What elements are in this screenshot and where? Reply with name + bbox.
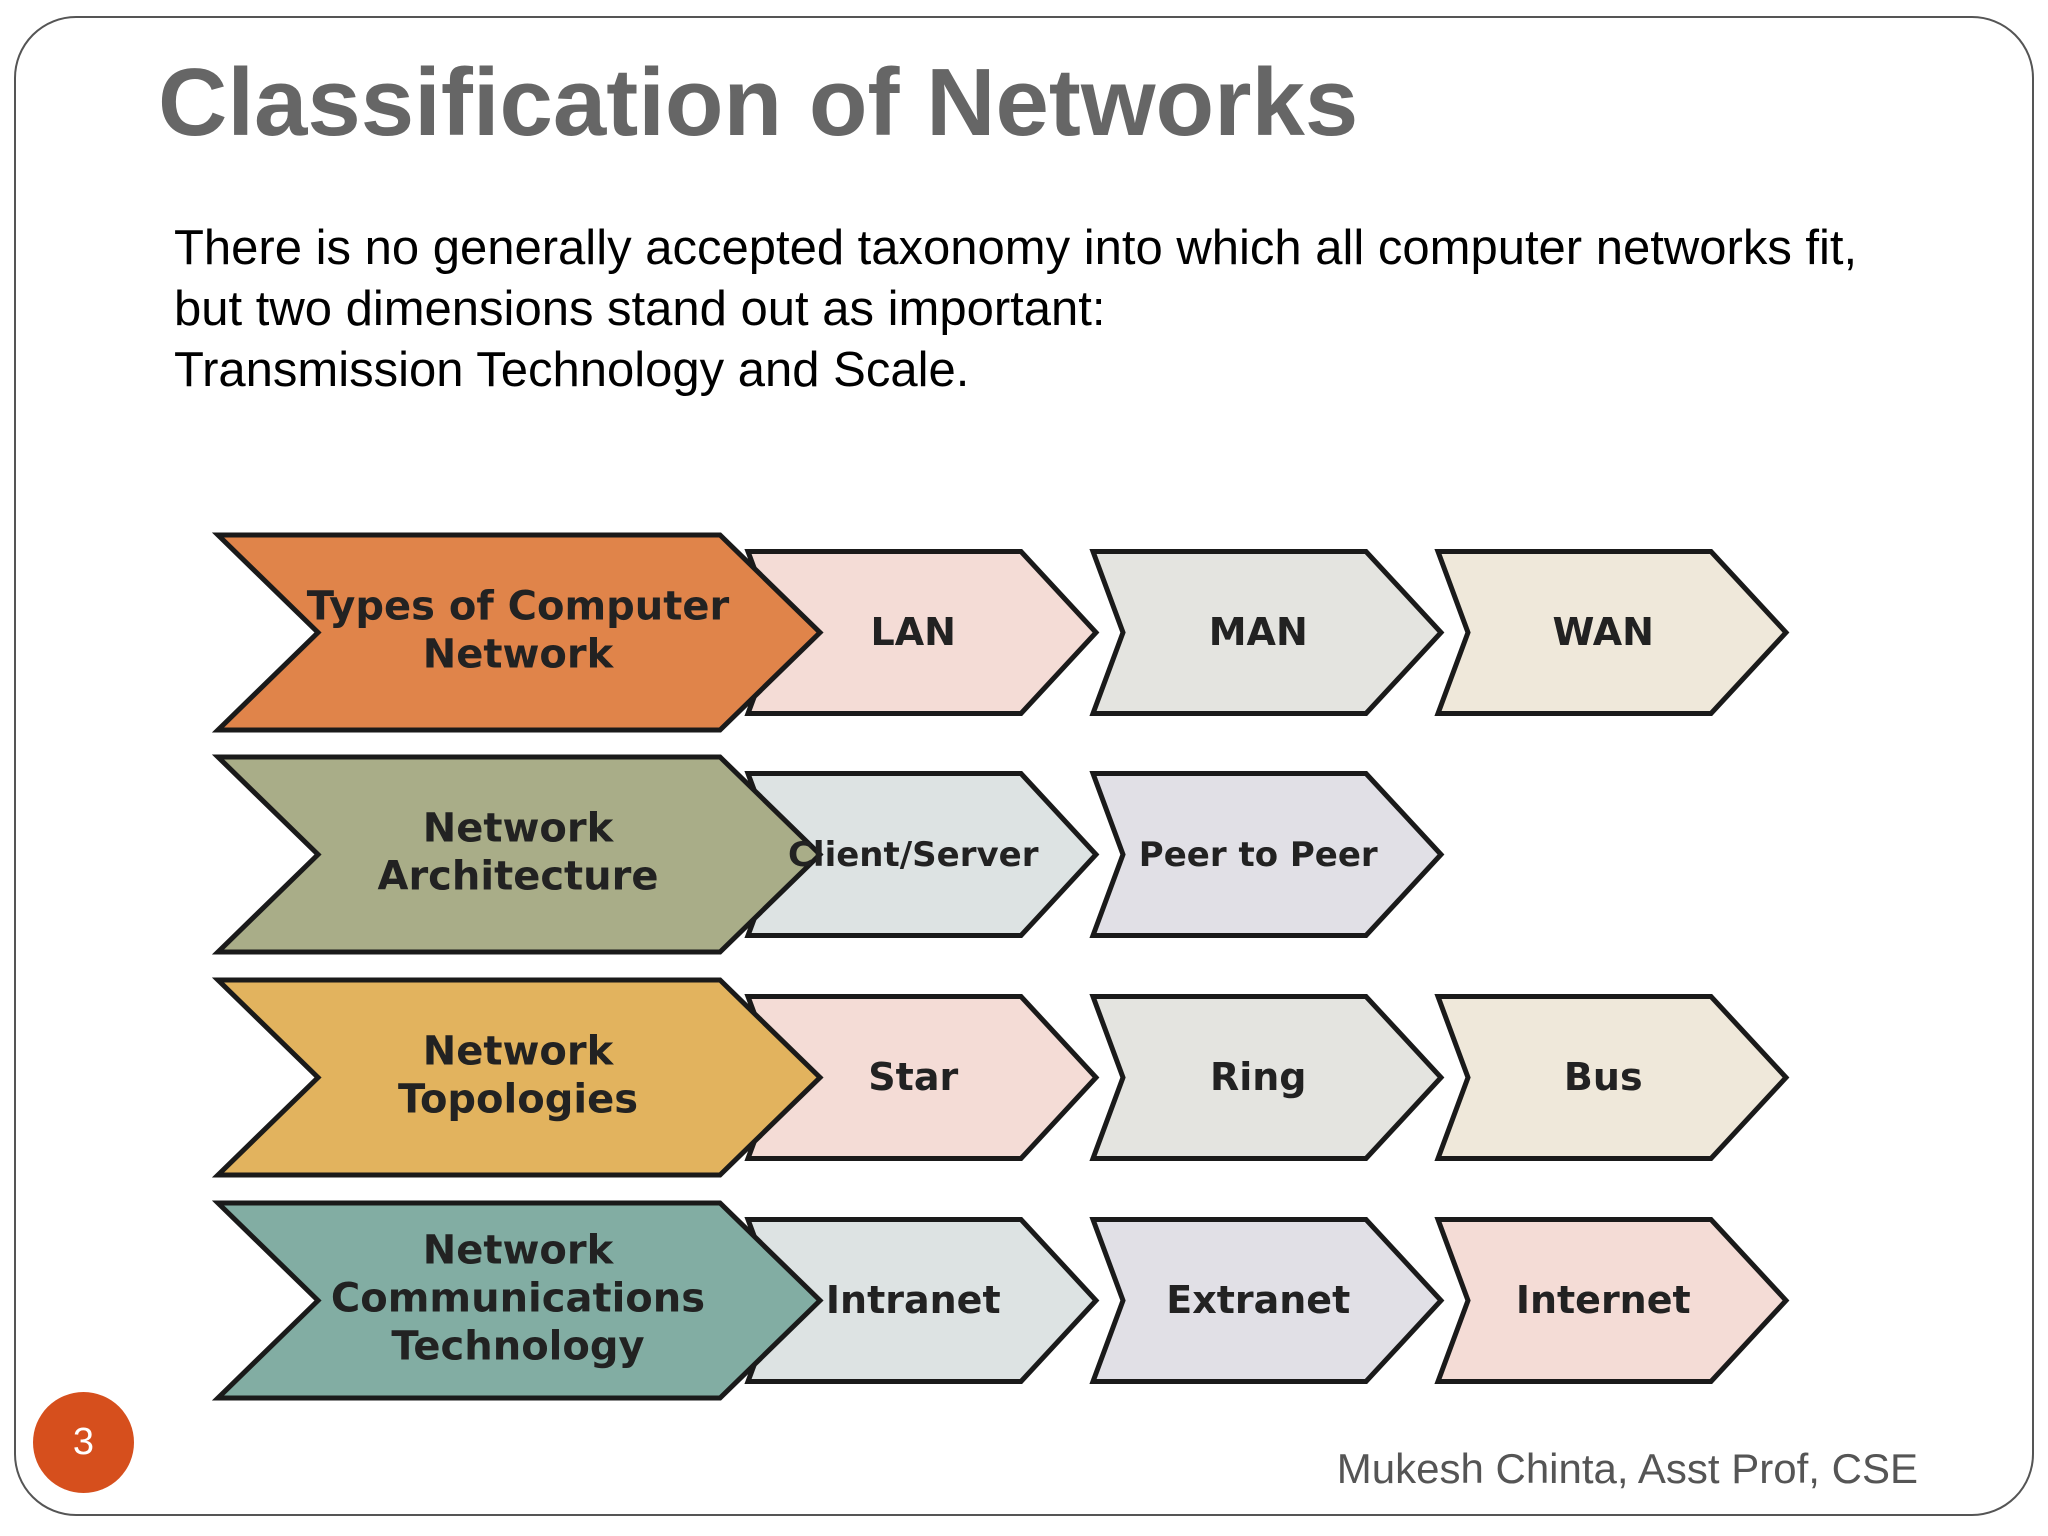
- chevron-item: [1434, 549, 1790, 716]
- category-label: Network: [423, 806, 615, 852]
- item-label: Internet: [1516, 1278, 1691, 1322]
- footer-author: Mukesh Chinta, Asst Prof, CSE: [1336, 1445, 1918, 1492]
- category-label: Architecture: [378, 854, 659, 900]
- intro-line: There is no generally accepted taxonomy …: [174, 221, 1858, 275]
- intro-line: Transmission Technology and Scale.: [174, 343, 970, 397]
- category-label: Topologies: [398, 1077, 638, 1123]
- slide-title: Classification of Networks: [158, 49, 1359, 156]
- category-label: Network: [423, 1029, 615, 1075]
- intro-line: but two dimensions stand out as importan…: [174, 282, 1106, 336]
- item-label: MAN: [1209, 610, 1308, 654]
- category-label: Communications: [331, 1276, 705, 1322]
- item-label: Ring: [1210, 1055, 1307, 1099]
- intro-text: There is no generally accepted taxonomy …: [174, 218, 1974, 401]
- category-label: Technology: [391, 1324, 644, 1370]
- item-label: Star: [868, 1055, 958, 1099]
- page-number-badge: 3: [33, 1392, 134, 1493]
- chevron-category: [211, 977, 824, 1178]
- item-label: Peer to Peer: [1139, 835, 1378, 875]
- chevron-category: [211, 1200, 824, 1401]
- chevron-category: [211, 532, 824, 733]
- item-label: Intranet: [826, 1278, 1001, 1322]
- category-label: Network: [423, 632, 615, 678]
- chevron-category: [211, 754, 824, 955]
- item-label: LAN: [871, 610, 956, 654]
- item-label: Client/Server: [788, 835, 1039, 875]
- item-label: WAN: [1553, 610, 1654, 654]
- item-label: Bus: [1564, 1055, 1643, 1099]
- chevron-item: [1089, 1217, 1445, 1384]
- chevron-item: [1434, 994, 1790, 1161]
- item-label: Extranet: [1166, 1278, 1350, 1322]
- chevron-item: [1089, 549, 1445, 716]
- chevron-item: [1434, 1217, 1790, 1384]
- chevron-item: [1089, 771, 1445, 938]
- category-label: Types of Computer: [307, 584, 730, 630]
- category-label: Network: [423, 1228, 615, 1274]
- chevron-item: [1089, 994, 1445, 1161]
